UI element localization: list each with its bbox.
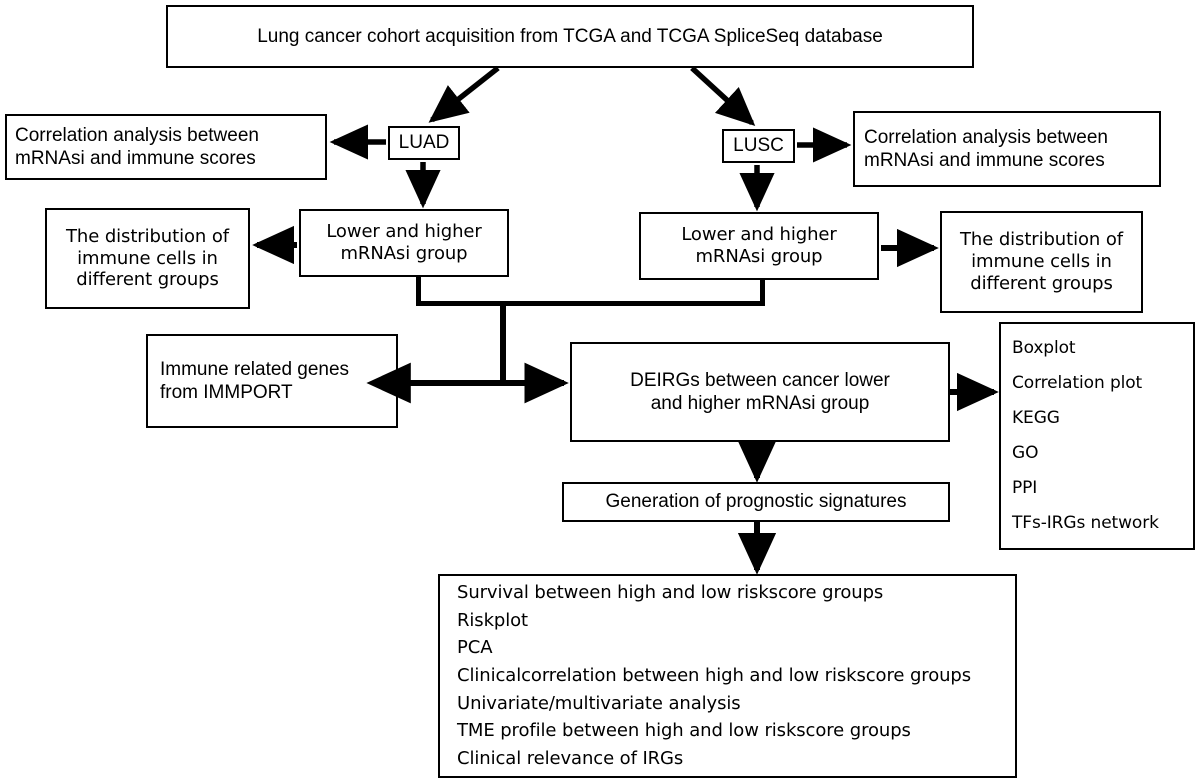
node-correlation-analysis-luad-line1: Correlation analysis between <box>15 124 259 146</box>
node-correlation-analysis-lusc: Correlation analysis between mRNAsi and … <box>853 111 1161 187</box>
node-deirgs-line2: and higher mRNAsi group <box>650 393 870 414</box>
node-correlation-analysis-luad: Correlation analysis between mRNAsi and … <box>5 114 327 180</box>
downstream-list-item: Riskplot <box>457 609 529 631</box>
node-correlation-analysis-luad-line2: mRNAsi and immune scores <box>15 148 256 169</box>
node-lusc: LUSC <box>722 129 795 163</box>
node-immune-cell-distribution-lusc-line1: The distribution of <box>960 229 1123 251</box>
node-mrnasi-group-lusc: Lower and higher mRNAsi group <box>639 212 879 280</box>
connector-vertical-drop <box>500 301 506 383</box>
node-immune-cell-distribution-lusc-line3: different groups <box>970 272 1113 294</box>
analyses-list-item: Boxplot <box>1012 338 1076 359</box>
node-immune-cell-distribution-lusc-line2: immune cells in <box>971 251 1112 273</box>
node-immune-cell-distribution-luad: The distribution of immune cells in diff… <box>45 208 250 309</box>
node-immune-cell-distribution-luad-line1: The distribution of <box>66 225 229 247</box>
node-mrnasi-group-luad-line2: mRNAsi group <box>340 243 468 264</box>
downstream-list-item: Survival between high and low riskscore … <box>457 581 884 603</box>
node-luad-label: LUAD <box>398 132 450 154</box>
node-correlation-analysis-lusc-line1: Correlation analysis between <box>864 126 1108 148</box>
analyses-list-item: PPI <box>1012 478 1038 499</box>
downstream-list-item: Clinical relevance of IRGs <box>457 748 684 770</box>
node-deirgs-line1: DEIRGs between cancer lower <box>630 369 890 391</box>
downstream-list-item: TME profile between high and low risksco… <box>457 720 911 742</box>
connector-horizontal-bar <box>416 301 765 306</box>
analyses-list-item: TFs-IRGs network <box>1012 512 1159 533</box>
node-immune-related-genes-immport-line2: from IMMPORT <box>160 382 293 403</box>
node-immune-related-genes-immport: Immune related genes from IMMPORT <box>146 334 398 428</box>
node-lusc-label: LUSC <box>733 135 784 157</box>
node-luad: LUAD <box>388 126 460 160</box>
node-prognostic-signatures: Generation of prognostic signatures <box>562 482 950 522</box>
node-mrnasi-group-lusc-line1: Lower and higher <box>681 224 837 246</box>
analyses-list-item: KEGG <box>1012 408 1060 429</box>
connector-lusc-group-stub <box>760 280 765 305</box>
connector-luad-group-stub <box>416 277 421 305</box>
node-analyses-list: Boxplot Correlation plot KEGG GO PPI TFs… <box>999 322 1195 550</box>
analyses-list-item: GO <box>1012 443 1039 464</box>
node-immune-cell-distribution-lusc: The distribution of immune cells in diff… <box>940 211 1143 313</box>
node-downstream-analyses-list: Survival between high and low riskscore … <box>438 574 1017 778</box>
node-deirgs: DEIRGs between cancer lower and higher m… <box>570 342 950 442</box>
downstream-list-item: PCA <box>457 637 493 659</box>
node-immune-cell-distribution-luad-line3: different groups <box>76 269 219 291</box>
node-correlation-analysis-lusc-line2: mRNAsi and immune scores <box>864 150 1105 171</box>
node-immune-cell-distribution-luad-line2: immune cells in <box>77 247 218 269</box>
node-mrnasi-group-luad-line1: Lower and higher <box>326 221 482 243</box>
downstream-list-item: Clinicalcorrelation between high and low… <box>457 664 972 686</box>
analyses-list-item: Correlation plot <box>1012 373 1143 394</box>
node-source-cohort: Lung cancer cohort acquisition from TCGA… <box>166 5 974 68</box>
downstream-list-item: Univariate/multivariate analysis <box>457 692 741 714</box>
node-mrnasi-group-lusc-line2: mRNAsi group <box>695 246 823 267</box>
node-mrnasi-group-luad: Lower and higher mRNAsi group <box>299 209 509 277</box>
node-prognostic-signatures-label: Generation of prognostic signatures <box>605 491 907 513</box>
node-source-cohort-label: Lung cancer cohort acquisition from TCGA… <box>257 25 883 47</box>
node-immune-related-genes-immport-line1: Immune related genes <box>160 358 350 380</box>
